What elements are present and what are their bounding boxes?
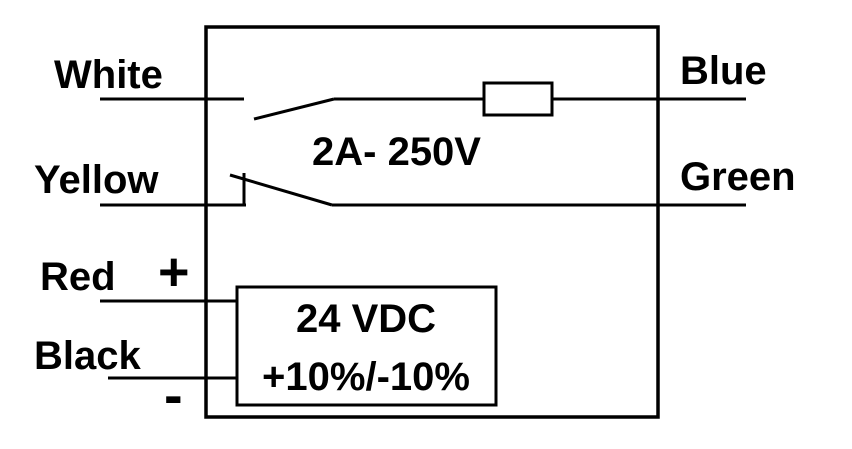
minus-polarity-symbol: - [164,363,183,426]
label-green: Green [680,155,796,199]
relay-housing [204,25,660,419]
plus-polarity-symbol: + [158,242,190,302]
supply-tolerance: +10%/-10% [262,355,470,399]
label-white: White [54,53,163,97]
supply-voltage: 24 VDC [296,297,436,341]
yellow-switch-blade [229,173,333,207]
coil-supply [100,285,498,407]
label-blue: Blue [680,49,767,93]
contact-rating: 2A- 250V [312,130,481,174]
label-yellow: Yellow [34,158,159,202]
supply-box [235,285,498,407]
label-black: Black [34,334,141,378]
switch-white-blue [100,81,746,121]
fuse-symbol [482,81,554,117]
white-switch-blade [253,97,335,121]
label-red: Red [40,255,116,299]
switch-yellow-green [100,173,746,207]
